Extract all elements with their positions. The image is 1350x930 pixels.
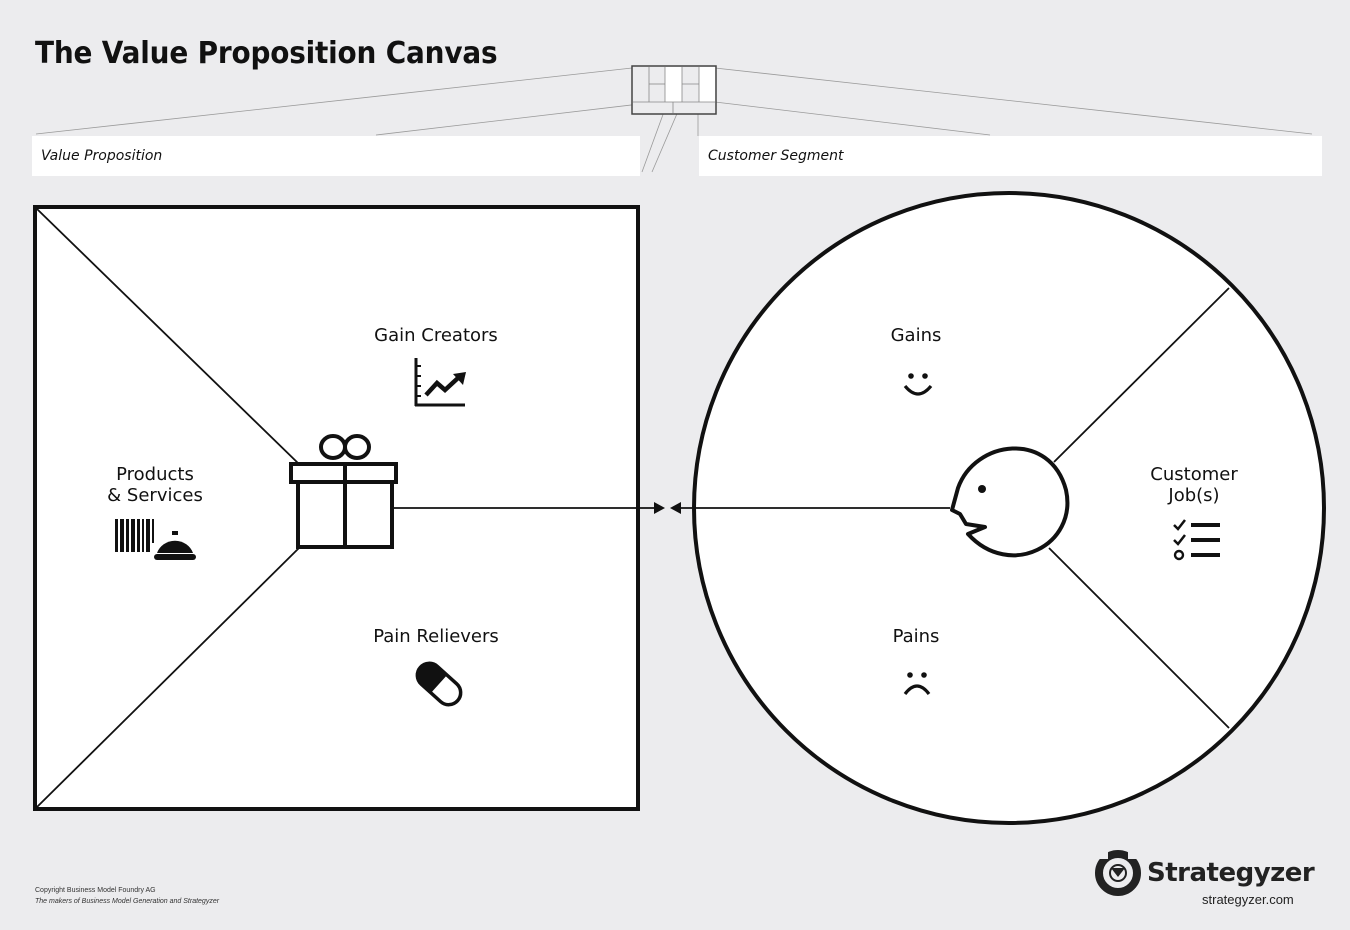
gain-creators-label: Gain Creators	[374, 325, 498, 346]
strategyzer-logo-icon	[1095, 850, 1141, 896]
gift-box-icon	[289, 434, 398, 549]
brand-url-link[interactable]: strategyzer.com	[1202, 892, 1294, 907]
tagline-text: The makers of Business Model Generation …	[35, 898, 220, 905]
fit-arrow-right-icon	[670, 502, 681, 514]
smiley-face-icon	[903, 373, 933, 396]
checklist-icon	[1173, 519, 1220, 561]
gains-label: Gains	[890, 325, 942, 346]
pains-label: Pains	[892, 626, 940, 647]
customer-segment-input[interactable]	[699, 136, 1322, 176]
sad-face-icon	[903, 672, 931, 696]
gain-creators-zone[interactable]	[300, 215, 630, 455]
customer-jobs-zone[interactable]	[1080, 330, 1310, 690]
pain-relievers-zone[interactable]	[300, 560, 630, 800]
value-proposition-input[interactable]	[32, 136, 640, 176]
canvas-thumbnail	[631, 65, 717, 115]
customer-jobs-label: Customer Job(s)	[1134, 464, 1254, 506]
customer-jobs-label-line2: Job(s)	[1168, 485, 1220, 506]
brand-name: Strategyzer	[1147, 858, 1315, 888]
products-services-zone[interactable]	[45, 300, 285, 710]
products-services-label-line1: Products	[116, 464, 194, 485]
customer-jobs-label-line1: Customer	[1150, 464, 1238, 485]
pains-zone[interactable]	[760, 570, 1050, 800]
fit-arrow-left-icon	[654, 502, 665, 514]
customer-segment-name-field[interactable]	[699, 136, 1322, 176]
customer-head-icon	[950, 446, 1070, 558]
trending-up-chart-icon	[414, 358, 466, 407]
page-title: The Value Proposition Canvas	[35, 36, 498, 71]
copyright-text: Copyright Business Model Foundry AG	[35, 887, 156, 894]
products-services-label-line2: & Services	[107, 485, 203, 506]
products-services-label: Products & Services	[90, 464, 220, 506]
value-proposition-name-field[interactable]	[32, 136, 640, 176]
barcode-service-bell-icon	[115, 519, 196, 560]
perspective-guides	[35, 67, 1313, 173]
pill-capsule-icon	[415, 661, 463, 707]
gains-zone[interactable]	[760, 220, 1050, 440]
pain-relievers-label: Pain Relievers	[373, 626, 499, 647]
